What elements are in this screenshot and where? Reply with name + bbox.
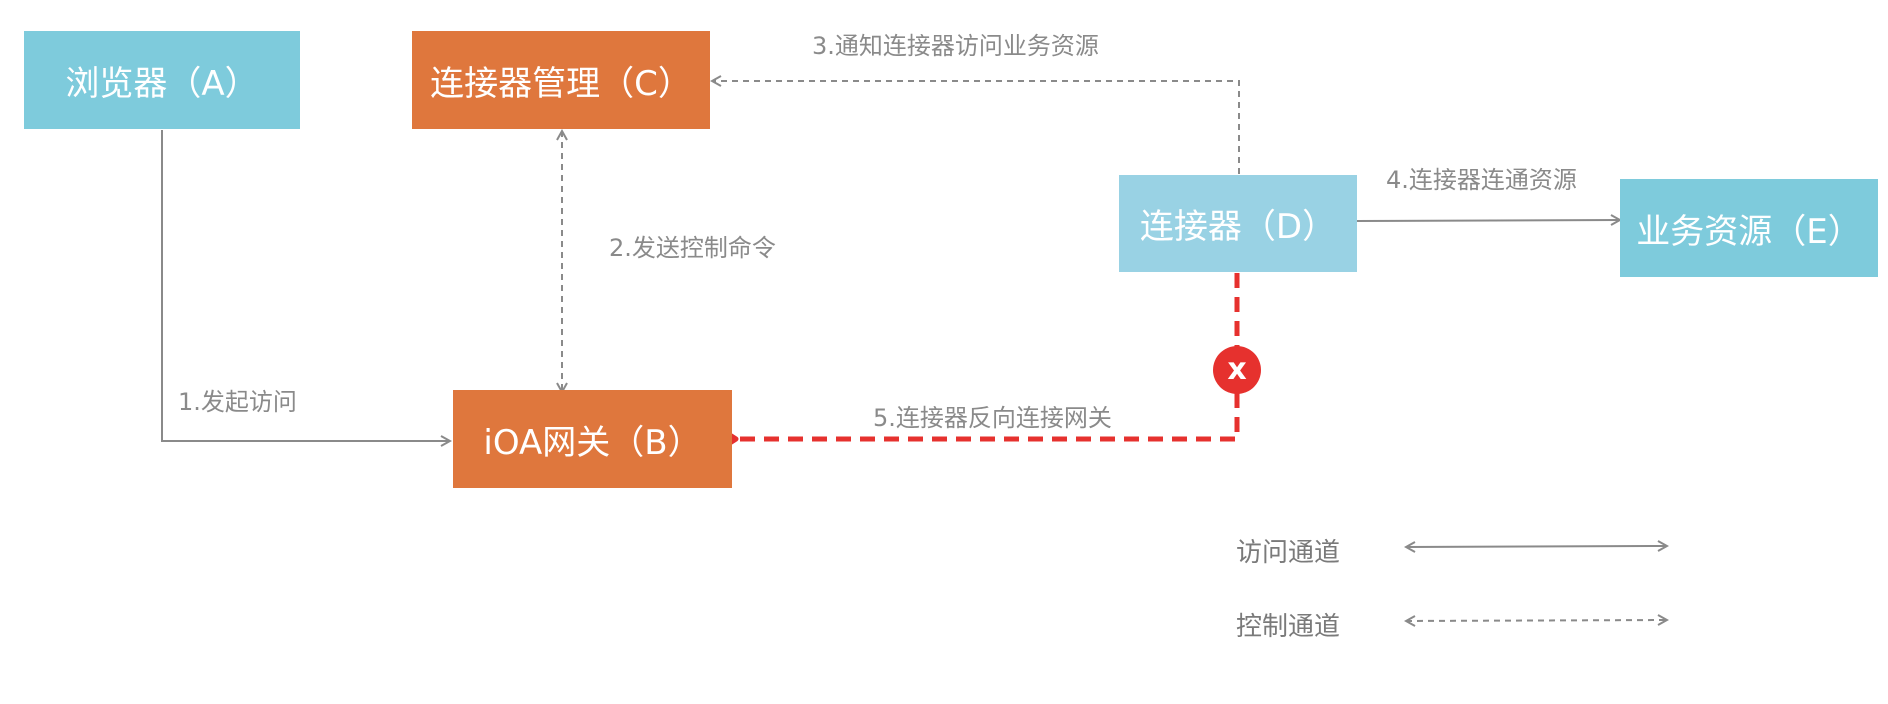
edge-label-step3: 3.通知连接器访问业务资源 <box>812 32 1099 60</box>
node-browser-label: 浏览器（A） <box>65 63 259 104</box>
node-business-resource: 业务资源（E） <box>1620 179 1878 277</box>
legend-access-label: 访问通道 <box>1236 538 1341 568</box>
legend-access-line <box>1406 546 1667 547</box>
edge-label-step1: 1.发起访问 <box>178 388 297 416</box>
edge-label-step2: 2.发送控制命令 <box>609 234 776 262</box>
node-connector-management-label: 连接器管理（C） <box>430 63 692 104</box>
node-ioa-gateway-label: iOA网关（B） <box>483 422 702 463</box>
edge-label-step4: 4.连接器连通资源 <box>1386 166 1577 194</box>
edge-label-step5: 5.连接器反向连接网关 <box>873 404 1112 432</box>
edge-connector-to-mgmt <box>712 81 1240 174</box>
node-connector-label: 连接器（D） <box>1139 207 1337 247</box>
legend-control-line <box>1406 620 1667 621</box>
node-connector-management: 连接器管理（C） <box>412 31 710 129</box>
edge-browser-to-gateway <box>161 130 450 441</box>
node-business-resource-label: 业务资源（E） <box>1636 211 1862 252</box>
node-ioa-gateway: iOA网关（B） <box>453 390 732 488</box>
node-browser: 浏览器（A） <box>24 31 300 129</box>
legend-control-label: 控制通道 <box>1236 612 1341 642</box>
blocked-x-icon: x <box>1213 346 1261 394</box>
node-connector: 连接器（D） <box>1119 175 1357 272</box>
edge-connector-reverse-to-gateway <box>736 273 1240 439</box>
edge-connector-to-business <box>1356 220 1620 221</box>
